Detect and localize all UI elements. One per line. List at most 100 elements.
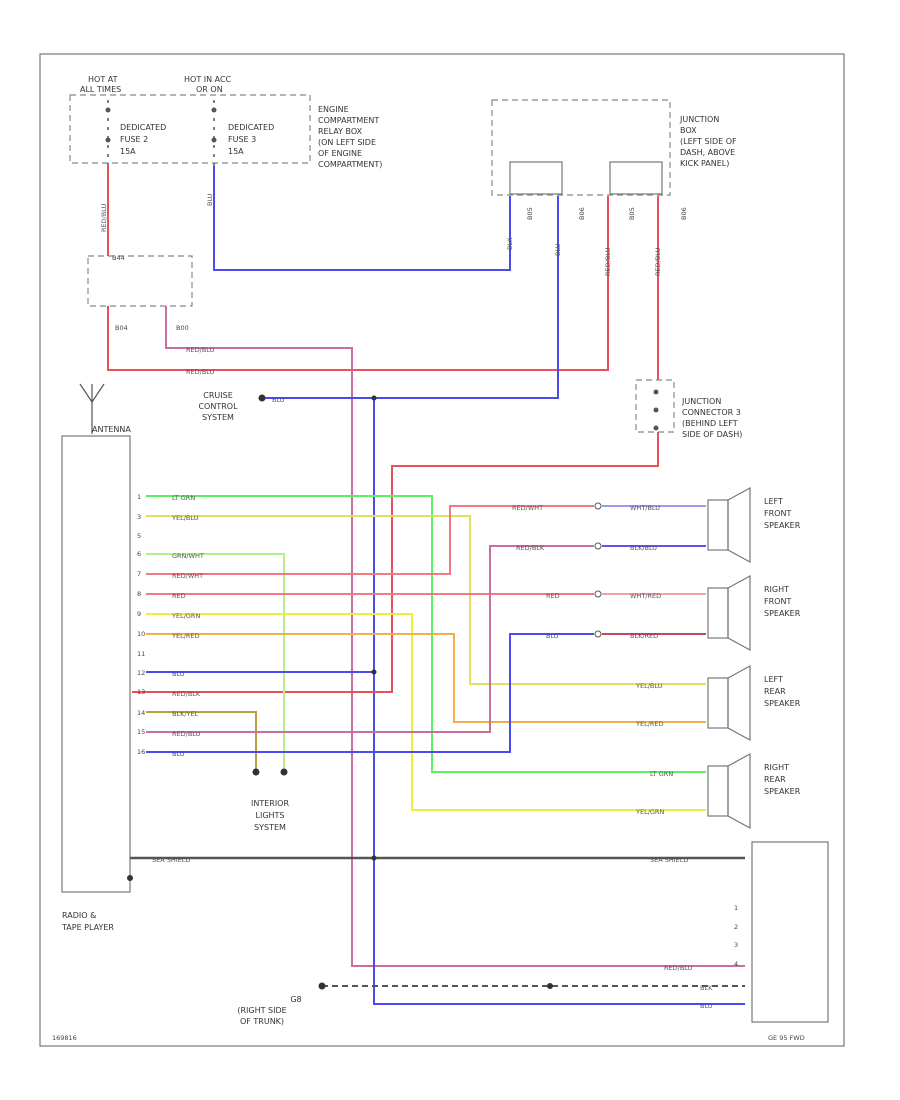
radio-pins: 1 3 5 6 7 8 9 10 11 12 13 14 15 16 xyxy=(137,493,145,756)
svg-text:BLK/RED: BLK/RED xyxy=(630,632,658,640)
svg-text:1: 1 xyxy=(137,493,141,501)
svg-text:YEL/BLU: YEL/BLU xyxy=(635,682,663,690)
svg-text:BLK: BLK xyxy=(700,984,713,992)
wire-blk-yel xyxy=(146,711,257,772)
wire-fuse3-blue xyxy=(213,166,511,271)
svg-text:1: 1 xyxy=(734,904,738,912)
svg-text:2: 2 xyxy=(734,923,738,931)
wire-yel-red xyxy=(146,633,706,723)
svg-text:4: 4 xyxy=(734,960,738,968)
joint-connector-pin-b: B00 xyxy=(176,324,189,332)
wire-blu-2 xyxy=(146,633,594,753)
footer-left-code: 169816 xyxy=(52,1034,77,1042)
wire-red-junction3-down xyxy=(132,432,659,693)
svg-text:9: 9 xyxy=(137,610,141,618)
svg-text:14: 14 xyxy=(137,709,145,717)
relay-box-outline xyxy=(69,94,311,164)
jb-pin-1: B05 xyxy=(526,207,534,220)
svg-text:WHT/BLU: WHT/BLU xyxy=(630,504,660,512)
svg-text:RED/BLU: RED/BLU xyxy=(172,730,201,738)
svg-text:BLU: BLU xyxy=(554,243,562,256)
svg-text:RED/BLU: RED/BLU xyxy=(100,203,108,232)
left-front-speaker-icon xyxy=(707,486,751,564)
wire-blu-main xyxy=(373,398,745,1005)
svg-text:YEL/BLU: YEL/BLU xyxy=(171,514,199,522)
svg-text:YEL/GRN: YEL/GRN xyxy=(171,612,200,620)
wire-blu-cruise xyxy=(262,196,559,399)
junction-box-connector-2 xyxy=(609,161,663,195)
cruise-connection-dot xyxy=(258,394,266,402)
footer-right-code: GE 95 FWD xyxy=(768,1034,805,1042)
svg-text:RED/WHT: RED/WHT xyxy=(172,572,203,580)
jb-pin-2: B06 xyxy=(578,207,586,220)
svg-text:RED/BLU: RED/BLU xyxy=(604,247,612,276)
svg-text:6: 6 xyxy=(137,550,141,558)
wire-red-blu-junction xyxy=(107,196,609,371)
svg-text:BLU: BLU xyxy=(546,632,559,640)
svg-text:LT GRN: LT GRN xyxy=(650,770,673,778)
svg-text:5: 5 xyxy=(137,532,141,540)
svg-text:BLU: BLU xyxy=(272,396,285,404)
ground-dot xyxy=(318,982,326,990)
svg-text:SEA SHIELD: SEA SHIELD xyxy=(152,856,190,864)
svg-text:YEL/GRN: YEL/GRN xyxy=(635,808,664,816)
svg-text:BLU: BLU xyxy=(172,670,185,678)
svg-text:LT GRN: LT GRN xyxy=(172,494,195,502)
svg-text:WHT/RED: WHT/RED xyxy=(630,592,661,600)
jb-pin-3: B05 xyxy=(628,207,636,220)
jb-pin-4: B06 xyxy=(680,207,688,220)
radio-label: RADIO &TAPE PLAYER xyxy=(61,911,114,932)
svg-text:RED: RED xyxy=(172,592,186,600)
wire-red-blu-pink xyxy=(165,306,745,967)
left-rear-speaker-icon xyxy=(707,664,751,742)
svg-text:BLK/BLU: BLK/BLU xyxy=(630,544,657,552)
svg-text:RED/BLU: RED/BLU xyxy=(654,247,662,276)
svg-text:RED/BLK: RED/BLK xyxy=(516,544,545,552)
interior-lights-dot-1 xyxy=(252,768,260,776)
svg-text:YEL/RED: YEL/RED xyxy=(635,720,664,728)
svg-text:BLU: BLU xyxy=(172,750,185,758)
svg-text:13: 13 xyxy=(137,688,145,696)
amplifier-box xyxy=(751,841,829,1023)
fuse-2-symbol xyxy=(105,100,111,166)
joint-connector-outline xyxy=(87,255,193,307)
interior-lights-dot-2 xyxy=(280,768,288,776)
svg-text:RED/BLU: RED/BLU xyxy=(664,964,693,972)
antenna-icon xyxy=(79,383,105,434)
svg-text:BLK: BLK xyxy=(506,237,514,250)
joint-connector-top-pin: B44 xyxy=(112,254,125,262)
right-rear-speaker-icon xyxy=(707,752,751,830)
wire-red-wht xyxy=(146,505,594,575)
svg-text:RED/BLK: RED/BLK xyxy=(172,690,201,698)
wire-yel-blu xyxy=(146,515,706,685)
right-front-speaker-icon xyxy=(707,574,751,652)
svg-text:GRN/WHT: GRN/WHT xyxy=(172,552,204,560)
wire-yel-grn xyxy=(146,613,706,811)
fuse-3-symbol xyxy=(211,100,217,166)
svg-text:11: 11 xyxy=(137,650,145,658)
svg-text:SEA SHIELD: SEA SHIELD xyxy=(650,856,688,864)
amplifier-pins: 1 2 3 4 xyxy=(734,904,738,968)
svg-text:BLU: BLU xyxy=(700,1002,713,1010)
svg-text:12: 12 xyxy=(137,669,145,677)
svg-text:10: 10 xyxy=(137,630,145,638)
svg-text:3: 3 xyxy=(734,941,738,949)
svg-text:BLU: BLU xyxy=(206,193,214,206)
svg-text:RED/BLU: RED/BLU xyxy=(186,368,215,376)
svg-text:YEL/RED: YEL/RED xyxy=(171,632,200,640)
svg-text:15: 15 xyxy=(137,728,145,736)
